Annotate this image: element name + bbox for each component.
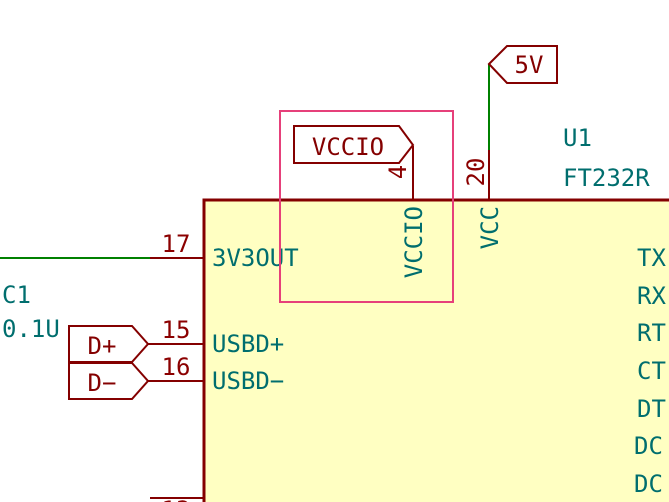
pin-name-right-dt: DT bbox=[637, 395, 666, 423]
global-label-d-minus-text: D− bbox=[88, 369, 117, 397]
pin-number-16: 16 bbox=[162, 353, 191, 381]
pin-number-4: 4 bbox=[384, 165, 412, 179]
capacitor-reference[interactable]: C1 bbox=[2, 281, 31, 309]
global-label-d-plus-text: D+ bbox=[88, 332, 117, 360]
ic-body-u1[interactable] bbox=[202, 198, 669, 502]
pin-name-vccio: VCCIO bbox=[400, 206, 428, 278]
pin-name-usbd-minus: USBD− bbox=[212, 367, 284, 395]
pin-name-right-dc1: DC bbox=[634, 432, 663, 460]
pin-name-vcc: VCC bbox=[476, 206, 504, 249]
selection-highlight-box[interactable] bbox=[279, 110, 454, 303]
global-label-5v-text: 5V bbox=[515, 51, 544, 79]
pin-name-right-dc2: DC bbox=[634, 470, 663, 498]
global-label-5v-shape[interactable] bbox=[487, 45, 558, 84]
global-label-d-plus-shape[interactable] bbox=[68, 325, 150, 363]
global-label-vccio-shape[interactable] bbox=[293, 125, 415, 164]
component-reference[interactable]: U1 bbox=[563, 124, 592, 152]
pin-name-usbd-plus: USBD+ bbox=[212, 330, 284, 358]
pin-name-3v3out: 3V3OUT bbox=[212, 244, 299, 272]
pin-name-right-rt: RT bbox=[637, 319, 666, 347]
component-value[interactable]: FT232R bbox=[563, 164, 650, 192]
capacitor-value[interactable]: 0.1U bbox=[2, 315, 60, 343]
pin-number-17: 17 bbox=[162, 230, 191, 258]
pin-number-15: 15 bbox=[162, 316, 191, 344]
pin-name-right-rx: RX bbox=[637, 282, 666, 310]
pin-name-right-ct: CT bbox=[637, 357, 666, 385]
global-label-d-minus-shape[interactable] bbox=[68, 362, 150, 400]
pin-number-13: 13 bbox=[162, 496, 191, 502]
pin-name-right-tx: TX bbox=[637, 244, 666, 272]
pin-number-20: 20 bbox=[462, 158, 490, 187]
global-label-vccio-text: VCCIO bbox=[312, 133, 384, 161]
